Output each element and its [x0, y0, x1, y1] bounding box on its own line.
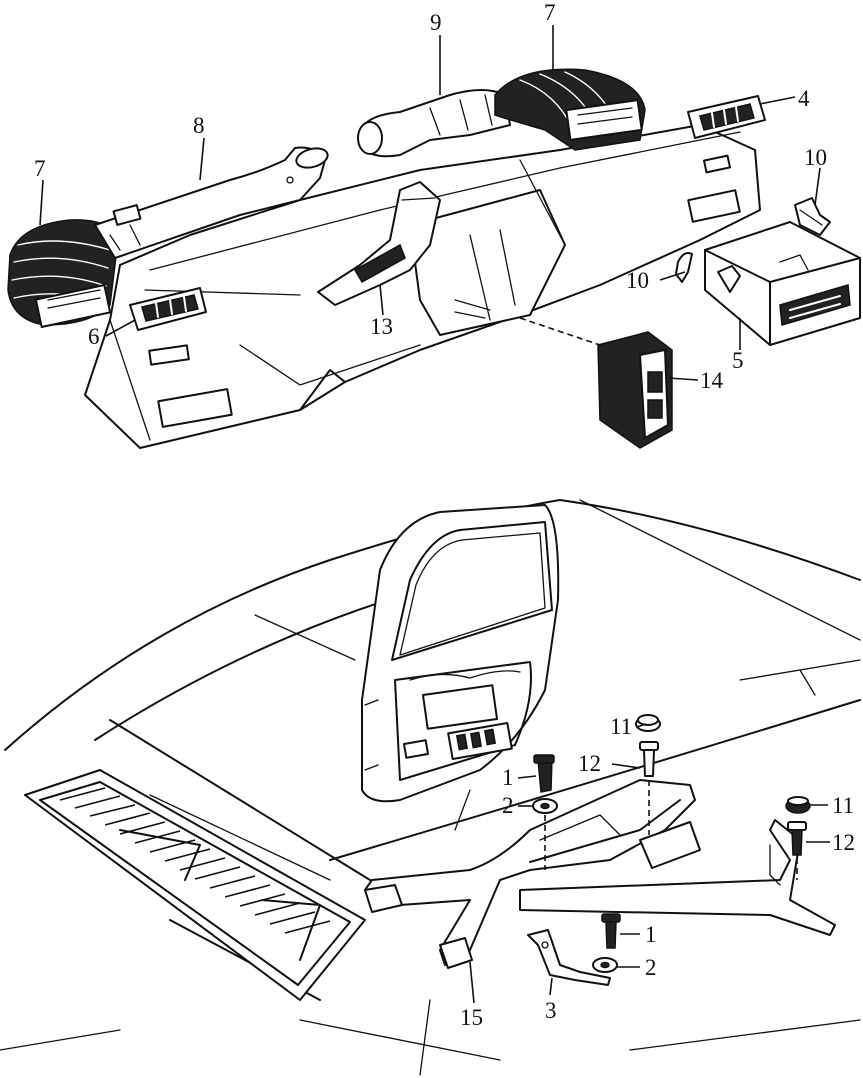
- part-14-module: [597, 331, 673, 449]
- part-10-clip-mid: [675, 252, 693, 283]
- part-4-vent: [687, 95, 766, 139]
- callout-15: 15: [460, 1005, 483, 1030]
- callout-5: 5: [732, 348, 744, 373]
- rear-frame-duct: [364, 779, 836, 969]
- fastener-11b-nut: [785, 796, 811, 814]
- bottom-leader-lines: [469, 723, 830, 1004]
- rear-door: [361, 504, 560, 803]
- top-leader-lines: [39, 25, 821, 381]
- callout-12-a: 12: [578, 751, 601, 776]
- part-3-bracket: [527, 929, 611, 986]
- right-dash-vent: [687, 189, 741, 223]
- fastener-1b-bolt: [601, 913, 621, 949]
- callout-6: 6: [88, 324, 100, 349]
- callout-12-b: 12: [832, 830, 855, 855]
- part-7-left-corrugated-hose: [7, 219, 119, 328]
- fastener-12b-bolt: [787, 821, 807, 856]
- callout-labels: 7 8 9 7 4 10 10 5 6 13 14 11 12 1 2 11 1…: [34, 0, 855, 1030]
- callout-11-a: 11: [610, 714, 632, 739]
- callout-1-a: 1: [502, 765, 514, 790]
- callout-11-b: 11: [832, 793, 854, 818]
- part-6-vent: [129, 287, 207, 331]
- part-9-top-duct: [357, 89, 511, 158]
- part-7-top-corrugated-hose: [494, 68, 646, 151]
- left-small-vent: [148, 344, 190, 366]
- door-switch-panel: [447, 721, 513, 761]
- right-small-vent: [703, 154, 731, 174]
- callout-3: 3: [545, 998, 557, 1023]
- callout-1-b: 1: [645, 922, 657, 947]
- callout-2-b: 2: [645, 955, 657, 980]
- center-console-box: [409, 189, 566, 336]
- fastener-2a-washer: [532, 798, 558, 814]
- fastener-1a-bolt: [533, 754, 555, 793]
- callout-10-mid: 10: [626, 268, 649, 293]
- callout-4: 4: [798, 86, 810, 111]
- fastener-2b-washer: [592, 957, 618, 973]
- part-8-left-duct: [94, 146, 329, 259]
- left-lower-vent: [157, 388, 233, 428]
- callout-13: 13: [370, 314, 393, 339]
- callout-7-top: 7: [544, 0, 556, 25]
- callout-14: 14: [700, 368, 724, 393]
- callout-2-a: 2: [502, 793, 514, 818]
- part-5-glove-box: [704, 221, 861, 346]
- part-10-clip-top: [794, 197, 831, 236]
- callout-7-left: 7: [34, 156, 46, 181]
- fastener-12a-bolt: [639, 741, 659, 777]
- callout-9: 9: [430, 10, 442, 35]
- callout-10-top: 10: [804, 145, 827, 170]
- dashboard-assembly: [84, 124, 761, 449]
- callout-8: 8: [193, 113, 205, 138]
- rear-parcel-tray: [24, 769, 366, 1001]
- fastener-11a-nut: [635, 714, 661, 732]
